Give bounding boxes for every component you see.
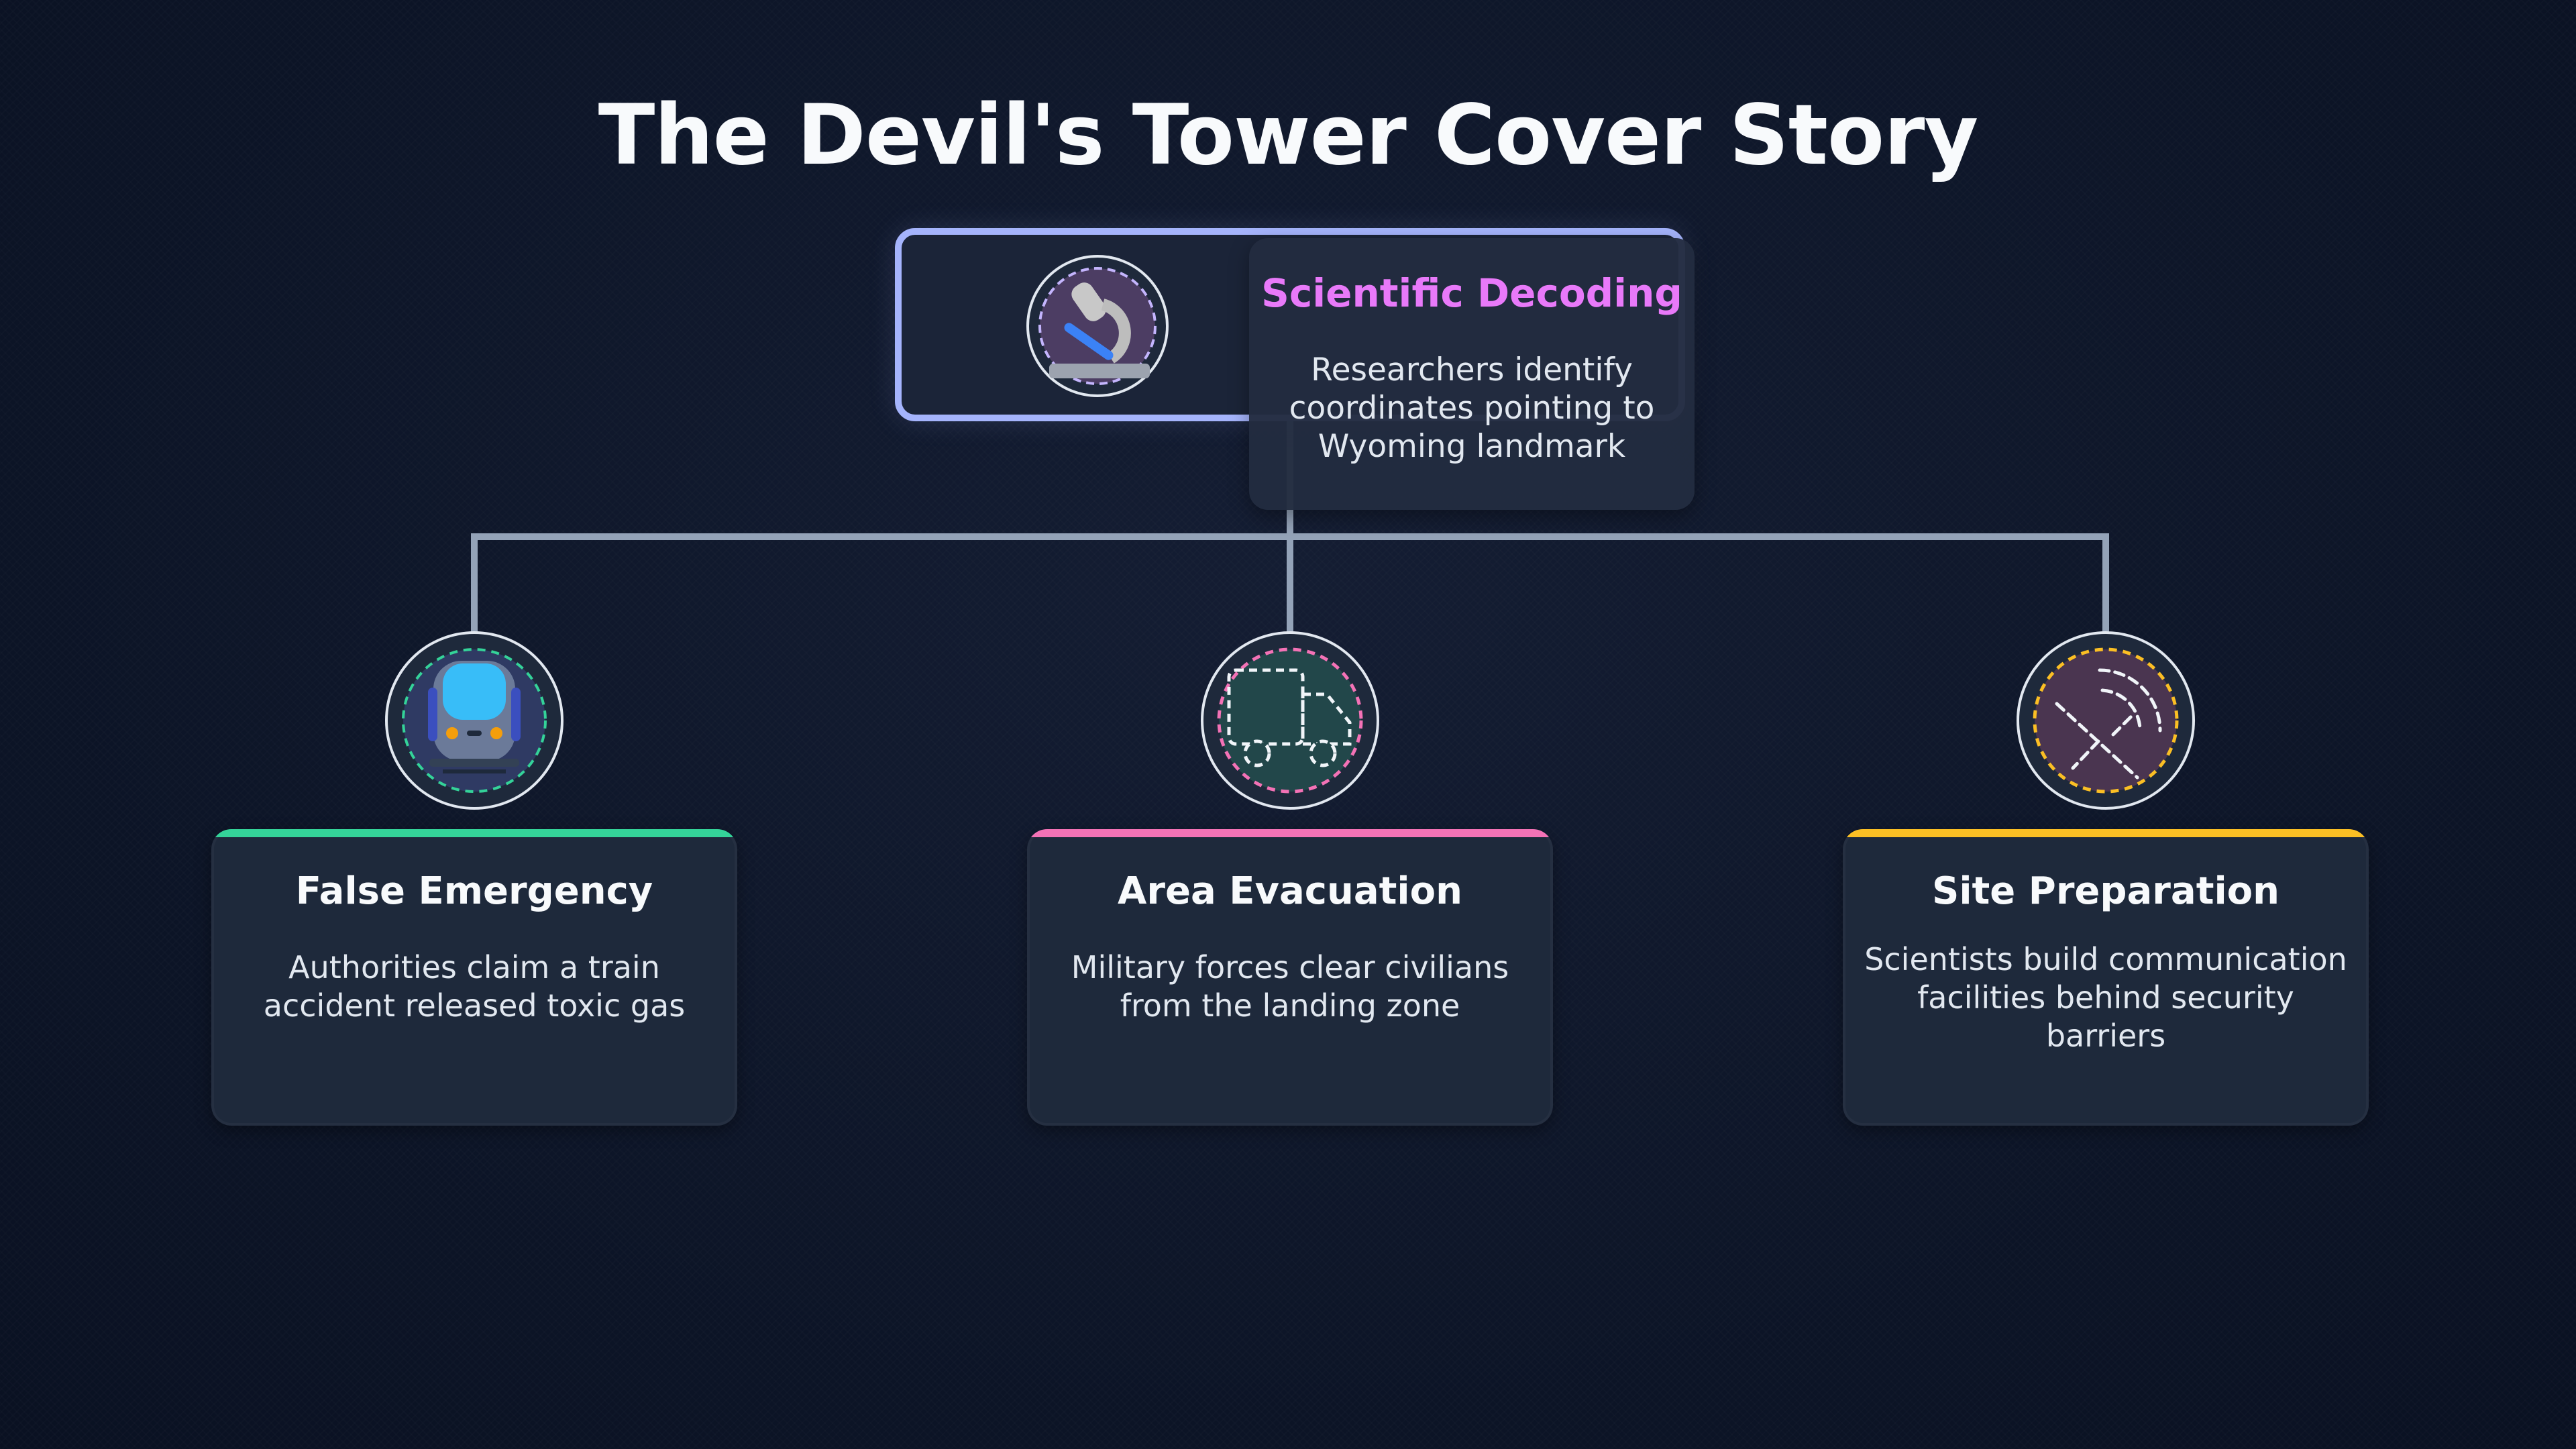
card-area-evacuation[interactable]: Area Evacuation Military forces clear ci… bbox=[1027, 829, 1553, 1126]
card-title-site-preparation: Site Preparation bbox=[1932, 869, 2279, 913]
child-icon-circle-false-emergency bbox=[385, 631, 564, 810]
root-icon-circle bbox=[1026, 255, 1169, 397]
truck-icon bbox=[1217, 647, 1363, 794]
card-title-area-evacuation: Area Evacuation bbox=[1118, 869, 1462, 913]
root-panel: Scientific Decoding Researchers identify… bbox=[1249, 238, 1695, 510]
child-icon-circle-site-preparation bbox=[2017, 631, 2195, 810]
card-accent-bar bbox=[1843, 829, 2369, 837]
microscope-icon bbox=[1038, 267, 1157, 385]
satellite-dish-icon bbox=[2033, 647, 2179, 794]
card-site-preparation[interactable]: Site Preparation Scientists build commun… bbox=[1843, 829, 2369, 1126]
root-description: Researchers identify coordinates pointin… bbox=[1289, 352, 1655, 465]
card-description-area-evacuation: Military forces clear civilians from the… bbox=[1071, 949, 1509, 1024]
card-description-false-emergency: Authorities claim a train accident relea… bbox=[263, 949, 686, 1024]
card-title-false-emergency: False Emergency bbox=[295, 869, 653, 913]
child-icon-circle-area-evacuation bbox=[1201, 631, 1379, 810]
card-accent-bar bbox=[211, 829, 737, 837]
card-false-emergency[interactable]: False Emergency Authorities claim a trai… bbox=[211, 829, 737, 1126]
train-icon bbox=[402, 648, 547, 793]
card-accent-bar bbox=[1027, 829, 1553, 837]
page-title: The Devil's Tower Cover Story bbox=[598, 87, 1978, 184]
card-description-site-preparation: Scientists build communication facilitie… bbox=[1864, 941, 2347, 1054]
root-label: Scientific Decoding bbox=[1261, 270, 1682, 316]
